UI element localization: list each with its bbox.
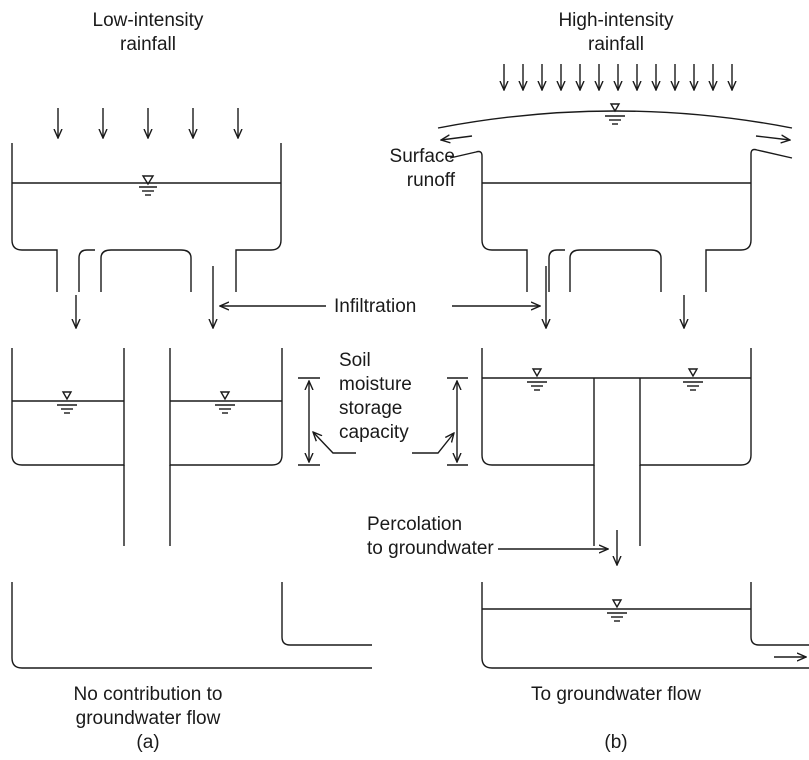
water-level-symbol-icon (683, 368, 703, 391)
surface-label: Surface (390, 146, 455, 167)
water-level-symbol-icon (57, 391, 77, 414)
water-level-symbol-icon (527, 368, 547, 391)
no-contribution-label: No contribution to (74, 684, 223, 705)
storage-label: storage (339, 398, 402, 419)
infiltration-label: Infiltration (334, 296, 416, 317)
soil-tank-b-left (481, 348, 595, 466)
soil-label: Soil (339, 350, 371, 371)
capacity-dimension-b (447, 377, 468, 466)
water-level-symbol-icon (607, 599, 627, 622)
percolation-label: Percolation (367, 514, 462, 535)
water-level-symbol-icon (215, 391, 235, 414)
soil-tank-b-right (639, 348, 752, 466)
soil-tank-a-right (169, 348, 283, 466)
low-rainfall-arrows (58, 108, 238, 138)
capacity-pointer-right (412, 433, 454, 454)
panel-b: High-intensity rainfall Surfac (390, 10, 809, 753)
runoff-arrow-left (441, 136, 473, 140)
to-groundwater-flow-label: To groundwater flow (531, 684, 701, 705)
groundwater-tank-a (11, 582, 372, 669)
water-level-symbol-icon (605, 103, 625, 125)
surface-tank-a (11, 143, 282, 292)
low-intensity-label: Low-intensity (93, 10, 204, 31)
low-rainfall-label: rainfall (120, 34, 176, 55)
runoff-label: runoff (407, 170, 456, 191)
to-groundwater-label: to groundwater (367, 538, 494, 559)
capacity-label: capacity (339, 422, 409, 443)
moisture-label: moisture (339, 374, 412, 395)
panel-a: Low-intensity rainfall (11, 10, 372, 753)
surface-tank-b (449, 148, 793, 292)
panel-a-label: (a) (136, 732, 159, 753)
groundwater-tank-b (481, 582, 809, 669)
high-intensity-label: High-intensity (558, 10, 674, 31)
panel-b-label: (b) (604, 732, 627, 753)
water-level-symbol-icon (139, 175, 157, 196)
high-rainfall-arrows (504, 64, 732, 90)
runoff-arrow-right (755, 136, 790, 140)
capacity-pointer-left (313, 432, 356, 454)
groundwater-flow-label: groundwater flow (76, 708, 221, 729)
soil-tank-a-left (11, 348, 125, 466)
capacity-dimension-a (298, 377, 320, 466)
high-rainfall-label: rainfall (588, 34, 644, 55)
center-labels: Infiltration Soil moisture storage capac… (220, 296, 608, 559)
